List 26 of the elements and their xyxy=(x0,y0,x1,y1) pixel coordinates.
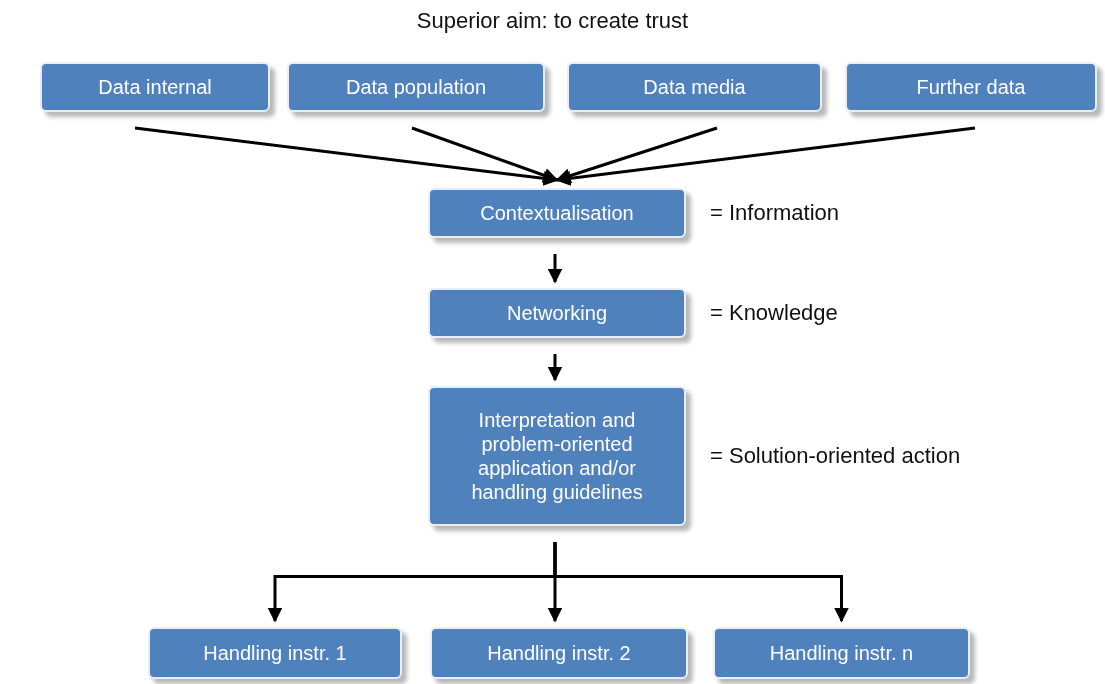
process-box xyxy=(713,627,970,679)
process-box xyxy=(148,627,402,679)
diagram-title: Superior aim: to create trust xyxy=(416,8,689,34)
box-label: Data population xyxy=(345,75,487,99)
process-box xyxy=(845,62,1097,112)
box-label: Data internal xyxy=(98,75,212,99)
process-box xyxy=(40,62,270,112)
box-label: Interpretation and problem-oriented application and/or handling guidelines xyxy=(470,408,644,504)
side-note: = Solution-oriented action xyxy=(710,443,961,469)
side-note: = Information xyxy=(710,200,839,226)
box-label: Handling instr. n xyxy=(769,641,914,665)
side-note: = Knowledge xyxy=(710,300,838,326)
process-box xyxy=(430,627,688,679)
box-label: Networking xyxy=(506,301,607,325)
box-label: Data media xyxy=(643,75,746,99)
arrow xyxy=(553,542,849,623)
arrow xyxy=(547,254,563,284)
arrow xyxy=(411,126,559,183)
box-label: Further data xyxy=(916,75,1026,99)
box-label: Contextualisation xyxy=(480,201,634,225)
process-box xyxy=(287,62,545,112)
box-label: Handling instr. 2 xyxy=(487,641,631,665)
box-label: Handling instr. 1 xyxy=(203,641,347,665)
arrow xyxy=(555,126,976,186)
process-box xyxy=(567,62,822,112)
arrow xyxy=(547,354,563,382)
